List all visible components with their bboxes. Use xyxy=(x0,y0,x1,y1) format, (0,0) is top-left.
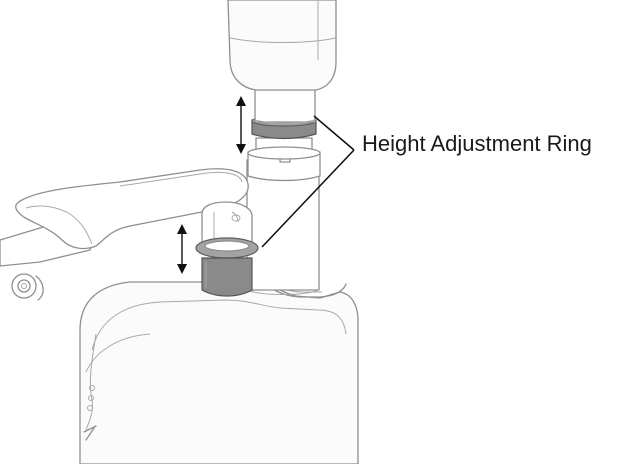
callout-leaders xyxy=(261,115,355,248)
side-arm xyxy=(0,168,249,301)
overhead-unit xyxy=(227,0,337,91)
up-down-arrow-upper xyxy=(236,96,246,154)
base-housing xyxy=(79,279,359,465)
up-down-arrow-lower xyxy=(177,224,187,274)
cord xyxy=(83,333,97,441)
lower-height-adjustment-ring xyxy=(195,237,259,297)
height-adjustment-ring-label: Height Adjustment Ring xyxy=(362,131,592,156)
upper-collar xyxy=(247,137,321,182)
